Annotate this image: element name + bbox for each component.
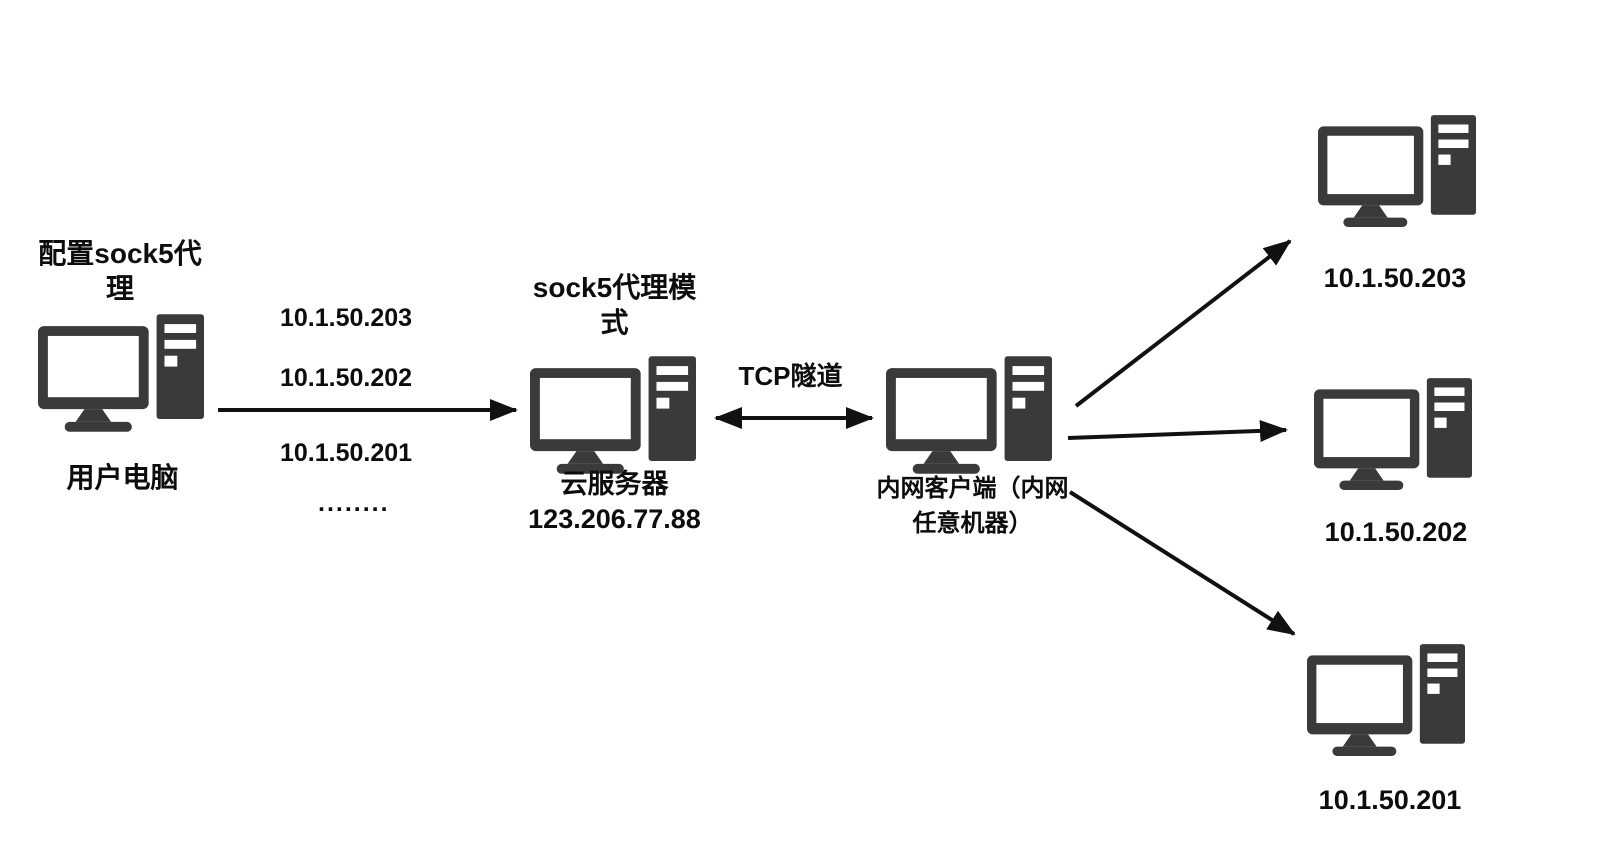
route-ip-3: 10.1.50.201 <box>280 439 413 467</box>
target-ip-3: 10.1.50.201 <box>1318 785 1462 815</box>
route-ip-1: 10.1.50.203 <box>280 304 413 332</box>
user-computer-title: 配置sock5代 理 <box>38 238 202 304</box>
tcp-tunnel-label: TCP隧道 <box>738 361 843 391</box>
target-ip-2: 10.1.50.202 <box>1324 517 1468 547</box>
cloud-server-caption: 云服务器 123.206.77.88 <box>528 469 701 535</box>
arrow-client-to-target-2 <box>1067 419 1288 442</box>
target-computer-icon-3 <box>1307 644 1465 757</box>
route-ellipsis: ........ <box>318 489 390 517</box>
cloud-server-title: sock5代理模 式 <box>532 272 697 338</box>
arrow-client-to-target-1 <box>1074 239 1292 408</box>
target-ip-1: 10.1.50.203 <box>1323 263 1467 293</box>
user-computer-caption: 用户电脑 <box>66 462 179 493</box>
arrow-client-to-target-3 <box>1068 490 1296 636</box>
target-computer-icon-2 <box>1314 378 1472 491</box>
intranet-client-icon <box>886 356 1052 475</box>
route-ip-2: 10.1.50.202 <box>280 364 413 392</box>
cloud-server-icon <box>530 356 696 475</box>
user-computer-icon <box>38 314 204 433</box>
intranet-client-caption: 内网客户端（内网 任意机器） <box>876 475 1069 537</box>
target-computer-icon-1 <box>1318 115 1476 228</box>
